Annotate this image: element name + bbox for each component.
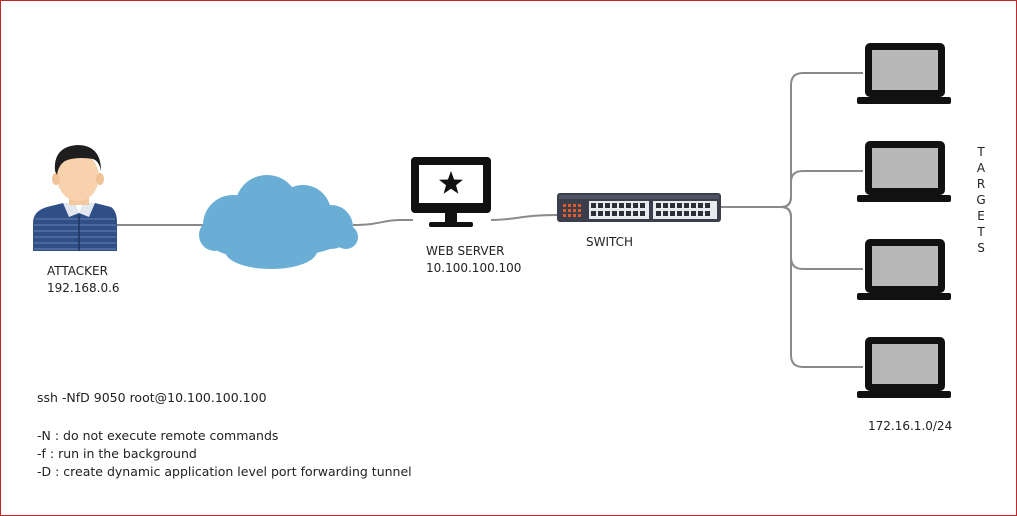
link-switch-target-2: [780, 170, 863, 208]
targets-letter: T: [977, 145, 985, 159]
targets-letter: R: [976, 177, 986, 191]
link-webserver-switch: [490, 214, 558, 221]
internet-cloud-icon: [199, 175, 358, 269]
target-laptop-icon-4: [857, 337, 951, 398]
targets-subnet: 172.16.1.0/24: [868, 419, 953, 433]
targets-letter: A: [976, 161, 986, 175]
target-laptop-icon-3: [857, 239, 951, 300]
attacker-name: ATTACKER: [47, 264, 108, 278]
flag-description: -D : create dynamic application level po…: [37, 464, 412, 479]
web-server-name: WEB SERVER: [426, 244, 505, 258]
targets-letter: G: [976, 193, 986, 207]
target-laptop-icon-2: [857, 141, 951, 202]
attacker-ip: 192.168.0.6: [47, 281, 120, 295]
attacker-person-icon: [33, 145, 117, 251]
web-server-label: WEB SERVER 10.100.100.100: [426, 243, 521, 277]
command-notes: ssh -NfD 9050 root@10.100.100.100 -N : d…: [37, 389, 412, 481]
web-server-ip: 10.100.100.100: [426, 261, 522, 275]
star-icon: [439, 171, 463, 194]
attacker-label: ATTACKER 192.168.0.6: [47, 263, 120, 297]
link-cloud-webserver: [352, 219, 413, 226]
flag-description: -f : run in the background: [37, 446, 197, 461]
flag-description: -N : do not execute remote commands: [37, 428, 279, 443]
targets-label: T A R G E T S: [973, 144, 989, 256]
link-switch-target-3: [780, 206, 863, 270]
ssh-command: ssh -NfD 9050 root@10.100.100.100: [37, 390, 267, 405]
targets-letter: E: [977, 209, 985, 223]
link-switch-target-4: [780, 206, 863, 368]
network-links: [117, 72, 863, 368]
web-server-monitor-icon: [411, 157, 491, 227]
targets-letter: T: [977, 225, 985, 239]
switch-icon: [557, 193, 721, 222]
switch-label: SWITCH: [586, 235, 634, 249]
target-laptop-icon-1: [857, 43, 951, 104]
targets-letter: S: [977, 241, 985, 255]
